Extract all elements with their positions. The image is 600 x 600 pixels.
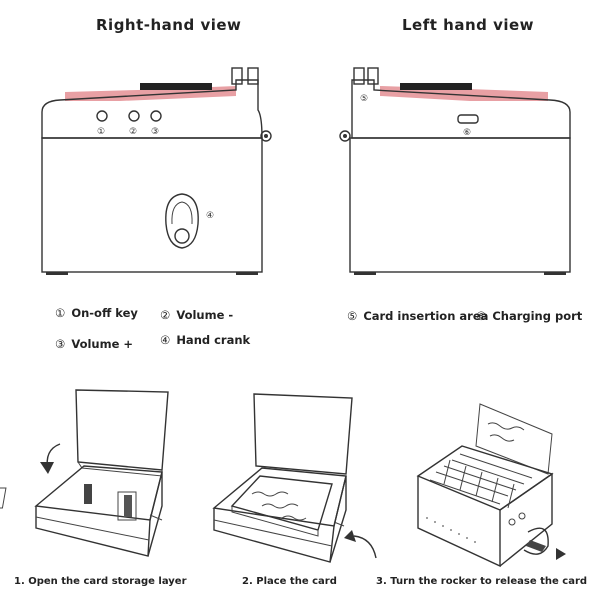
box-front-line-2 — [213, 519, 333, 547]
device-lower-body-left — [349, 137, 571, 273]
rocker-arrow — [523, 527, 549, 555]
handle-post-left-2 — [353, 67, 365, 85]
place-arrow-head — [344, 530, 356, 542]
marker-2: ② — [129, 127, 137, 137]
machine-front — [417, 476, 501, 568]
on-off-key[interactable] — [96, 110, 108, 122]
foot-left — [46, 272, 68, 275]
released-card-scribble-1 — [487, 422, 525, 431]
open-lid-2 — [253, 393, 353, 475]
hand-crank[interactable] — [165, 193, 199, 249]
step1-caption: 1. Open the card storage layer — [14, 576, 187, 587]
front-dots — [426, 517, 476, 543]
tray-left-card — [84, 484, 92, 504]
hand-crank-knob — [174, 228, 190, 244]
knob-1 — [508, 518, 516, 526]
top-black-grip — [140, 83, 212, 90]
marker-6: ⑥ — [463, 128, 471, 138]
marker-4: ④ — [206, 211, 214, 221]
open-arrow-head — [40, 462, 54, 474]
place-arrow — [353, 535, 377, 559]
slot-dividers — [443, 459, 515, 509]
box-side — [147, 471, 163, 557]
left-view-title: Left hand view — [402, 16, 535, 34]
foot-left-2 — [354, 272, 376, 275]
handle-post-left — [231, 67, 243, 85]
marker-3: ③ — [151, 127, 159, 137]
crank-stub — [149, 514, 163, 521]
foot-right — [236, 272, 258, 275]
tray-right — [117, 491, 137, 521]
card-stack — [230, 475, 333, 531]
tray-right-card — [124, 495, 132, 517]
tray-left — [0, 487, 7, 509]
rocker-handle[interactable] — [526, 540, 546, 552]
device-top-section — [41, 79, 263, 139]
handle-post-right-2 — [367, 67, 379, 85]
rocker-arrow-head — [556, 548, 566, 560]
volume-plus-key[interactable] — [150, 110, 162, 122]
step3-caption: 3. Turn the rocker to release the card — [376, 576, 588, 587]
side-hinge-left — [339, 130, 351, 142]
side-hinge-dot-left — [343, 134, 347, 138]
machine-side — [499, 472, 553, 567]
foot-right-2 — [544, 272, 566, 275]
device-top-section-left — [351, 79, 571, 139]
box-front-line — [35, 516, 150, 541]
device-lower-body — [41, 137, 263, 273]
knob-2 — [518, 512, 526, 520]
charging-port[interactable] — [457, 114, 479, 124]
right-view-title: Right-hand view — [96, 16, 242, 34]
box-side-2 — [329, 475, 347, 563]
card-stack-edge — [231, 506, 319, 537]
released-card — [475, 403, 553, 475]
side-hinge — [260, 130, 272, 142]
hand-crank-inner — [171, 201, 193, 225]
crank-stub-2 — [333, 521, 345, 527]
handle-post-right — [247, 67, 259, 85]
box-front-2 — [213, 508, 335, 563]
marker-1: ① — [97, 127, 105, 137]
top-black-grip-left — [400, 83, 472, 90]
step2-caption: 2. Place the card — [242, 576, 337, 587]
marker-5: ⑤ — [360, 94, 368, 104]
card-scribble-2 — [261, 503, 299, 509]
card-scribble-1 — [251, 491, 289, 497]
card-scribble-3 — [281, 515, 307, 521]
side-hinge-dot — [264, 134, 268, 138]
volume-minus-key[interactable] — [128, 110, 140, 122]
released-card-scribble-2 — [489, 434, 515, 442]
